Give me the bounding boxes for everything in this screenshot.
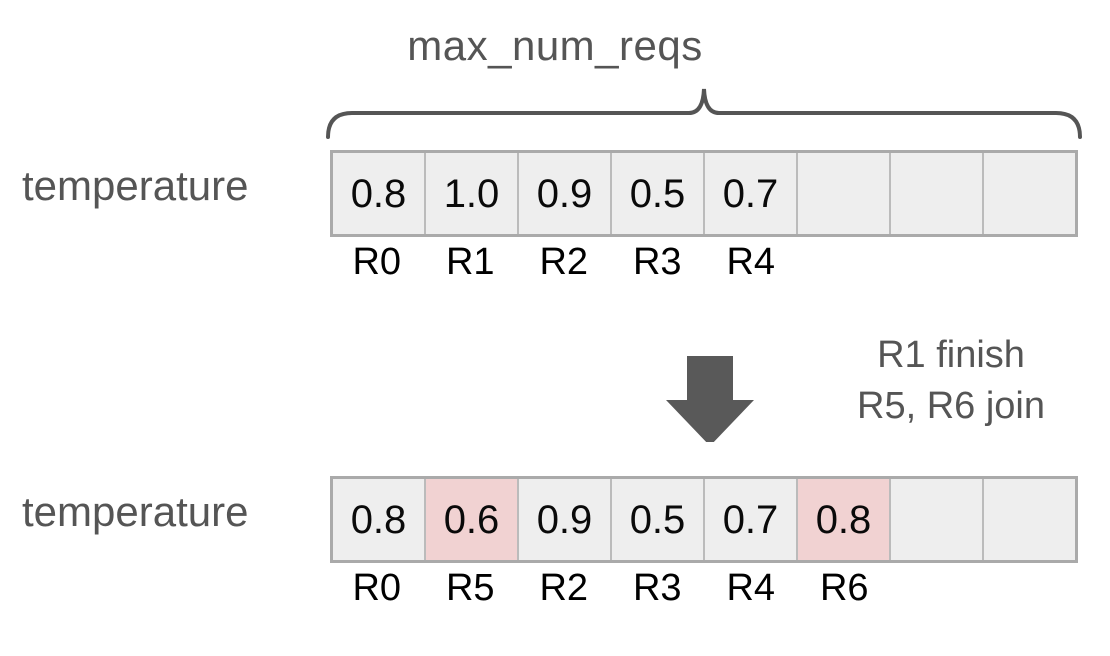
request-tag: R3 bbox=[632, 241, 682, 283]
table-cell[interactable] bbox=[984, 153, 1075, 234]
table-cell[interactable] bbox=[984, 479, 1075, 560]
request-tag bbox=[985, 569, 1079, 609]
table-cell[interactable] bbox=[891, 153, 984, 234]
request-tag bbox=[891, 243, 985, 283]
table-cell[interactable]: 1.0 bbox=[426, 153, 519, 234]
transition-note: R1 finish R5, R6 join bbox=[806, 330, 1096, 433]
request-tags-before: R0 R1 R2 R3 R4 bbox=[330, 241, 1079, 283]
temperature-grid-after: 0.8 0.6 0.9 0.5 0.7 0.8 bbox=[330, 476, 1078, 563]
row-label-temperature-before: temperature bbox=[22, 162, 249, 209]
transition-note-line-2: R5, R6 join bbox=[857, 385, 1045, 428]
table-cell-highlighted[interactable]: 0.6 bbox=[426, 479, 519, 560]
transition-group: R1 finish R5, R6 join bbox=[0, 330, 1110, 450]
table-cell[interactable]: 0.5 bbox=[612, 479, 705, 560]
table-cell[interactable]: 0.8 bbox=[333, 479, 426, 560]
request-tag: R4 bbox=[726, 241, 776, 283]
table-cell[interactable]: 0.9 bbox=[519, 153, 612, 234]
request-tag bbox=[891, 569, 985, 609]
request-tags-after: R0 R5 R2 R3 R4 R6 bbox=[330, 567, 1079, 609]
table-cell[interactable]: 0.5 bbox=[612, 153, 705, 234]
request-tag: R2 bbox=[539, 241, 589, 283]
request-tag: R5 bbox=[445, 567, 495, 609]
request-tag: R0 bbox=[352, 241, 402, 283]
request-tag bbox=[985, 243, 1079, 283]
temperature-grid-before: 0.8 1.0 0.9 0.5 0.7 bbox=[330, 150, 1078, 237]
request-tag: R2 bbox=[539, 567, 589, 609]
table-cell[interactable]: 0.7 bbox=[705, 479, 798, 560]
request-tag: R4 bbox=[726, 567, 776, 609]
curly-brace-icon bbox=[326, 88, 1082, 139]
request-tag: R6 bbox=[819, 567, 869, 609]
row-label-temperature-after: temperature bbox=[22, 488, 249, 535]
request-tag: R3 bbox=[632, 567, 682, 609]
table-cell[interactable]: 0.8 bbox=[333, 153, 426, 234]
table-cell[interactable]: 0.9 bbox=[519, 479, 612, 560]
request-tag bbox=[798, 243, 892, 283]
page-title: max_num_reqs bbox=[407, 22, 703, 69]
request-tag: R0 bbox=[352, 567, 402, 609]
table-cell[interactable]: 0.7 bbox=[705, 153, 798, 234]
down-arrow-icon bbox=[666, 356, 754, 442]
table-cell[interactable] bbox=[798, 153, 891, 234]
request-tag: R1 bbox=[445, 241, 495, 283]
table-cell[interactable] bbox=[891, 479, 984, 560]
transition-note-line-1: R1 finish bbox=[877, 334, 1025, 376]
table-cell-highlighted[interactable]: 0.8 bbox=[798, 479, 891, 560]
